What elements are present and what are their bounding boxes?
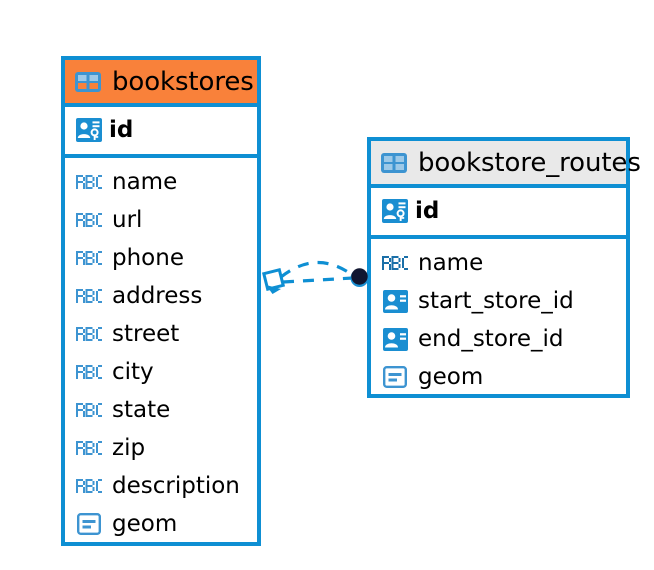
field-label-description: description [112, 472, 240, 499]
field-row-primary-key[interactable]: id [371, 192, 626, 230]
field-row-geom[interactable]: geom [65, 505, 257, 543]
field-label-name: name [112, 168, 178, 195]
geometry-icon [381, 363, 409, 391]
foreign-key-icon [381, 287, 409, 315]
field-label-geom: geom [418, 363, 484, 390]
relationship-line-upper [280, 260, 356, 279]
abc-text-icon [75, 320, 103, 348]
field-label-street: street [112, 320, 180, 347]
field-label-state: state [112, 396, 171, 423]
field-row-address[interactable]: address [65, 277, 257, 315]
field-label-phone: phone [112, 244, 184, 271]
abc-text-icon [75, 434, 103, 462]
fields-section-bookstores: name [65, 158, 257, 549]
field-label-start-store-id: start_store_id [418, 287, 574, 314]
field-row-description[interactable]: description [65, 467, 257, 505]
entity-title-bookstores: bookstores [112, 66, 254, 97]
primary-key-section-bookstore-routes: id [371, 188, 626, 239]
field-label-url: url [112, 206, 143, 233]
field-row-zip[interactable]: zip [65, 429, 257, 467]
field-label-city: city [112, 358, 154, 385]
foreign-key-icon [381, 325, 409, 353]
abc-text-icon [75, 206, 103, 234]
field-row-city[interactable]: city [65, 353, 257, 391]
table-icon [380, 149, 408, 177]
field-row-name[interactable]: name [371, 244, 626, 282]
table-icon [74, 68, 102, 96]
abc-text-icon [75, 396, 103, 424]
abc-text-icon [75, 244, 103, 272]
field-label-primary-key: id [109, 116, 134, 143]
filled-circle-endpoint[interactable] [350, 268, 369, 287]
field-label-geom: geom [112, 510, 178, 537]
field-label-end-store-id: end_store_id [418, 325, 564, 352]
abc-text-icon [75, 282, 103, 310]
geometry-icon [75, 510, 103, 538]
entity-table-bookstore-routes[interactable]: bookstore_routes id [367, 137, 641, 398]
field-row-state[interactable]: state [65, 391, 257, 429]
entity-header-bookstore-routes[interactable]: bookstore_routes [371, 141, 641, 188]
field-row-url[interactable]: url [65, 201, 257, 239]
field-row-end-store-id[interactable]: end_store_id [371, 320, 626, 358]
fields-section-bookstore-routes: name start_store_id [371, 239, 626, 402]
abc-text-icon [75, 168, 103, 196]
entity-table-bookstores[interactable]: bookstores id [61, 56, 261, 546]
field-label-zip: zip [112, 434, 146, 461]
diamond-arrow-endpoint[interactable] [261, 267, 286, 294]
entity-header-bookstores[interactable]: bookstores [65, 60, 257, 107]
field-row-start-store-id[interactable]: start_store_id [371, 282, 626, 320]
abc-text-icon [75, 358, 103, 386]
primary-key-icon [75, 116, 103, 144]
abc-text-icon [381, 249, 409, 277]
primary-key-icon [381, 197, 409, 225]
relationship-line-lower [282, 276, 354, 284]
field-row-name[interactable]: name [65, 163, 257, 201]
field-label-address: address [112, 282, 203, 309]
field-row-primary-key[interactable]: id [65, 111, 257, 149]
field-row-geom[interactable]: geom [371, 358, 626, 396]
field-row-street[interactable]: street [65, 315, 257, 353]
field-row-phone[interactable]: phone [65, 239, 257, 277]
field-label-primary-key: id [415, 197, 440, 224]
field-label-name: name [418, 249, 484, 276]
primary-key-section-bookstores: id [65, 107, 257, 158]
entity-title-bookstore-routes: bookstore_routes [418, 147, 641, 178]
abc-text-icon [75, 472, 103, 500]
